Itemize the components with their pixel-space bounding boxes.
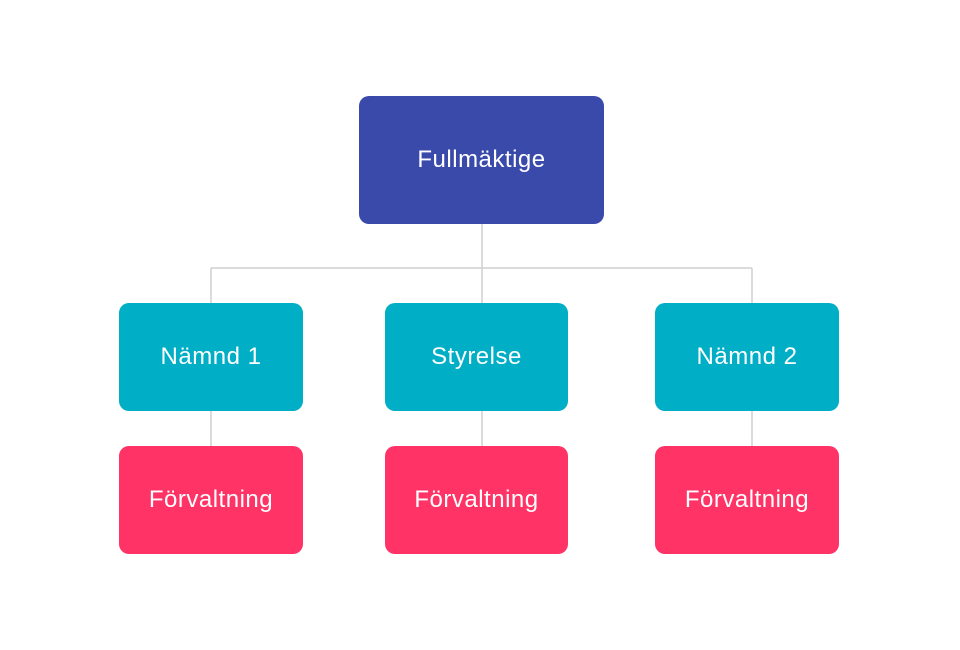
node-forvaltning-3: Förvaltning [655, 446, 839, 554]
node-label: Förvaltning [684, 486, 810, 513]
node-label: Nämnd 2 [696, 343, 798, 370]
node-forvaltning-1: Förvaltning [119, 446, 303, 554]
node-forvaltning-2: Förvaltning [385, 446, 568, 554]
node-namnd-1: Nämnd 1 [119, 303, 303, 411]
node-namnd-2: Nämnd 2 [655, 303, 839, 411]
node-label: Nämnd 1 [160, 343, 262, 370]
node-label: Förvaltning [414, 486, 539, 513]
node-fullmaktige: Fullmäktige [359, 96, 604, 224]
node-label: Styrelse [431, 343, 522, 370]
node-label: Fullmäktige [417, 146, 546, 173]
node-label: Förvaltning [148, 486, 274, 513]
node-styrelse: Styrelse [385, 303, 568, 411]
